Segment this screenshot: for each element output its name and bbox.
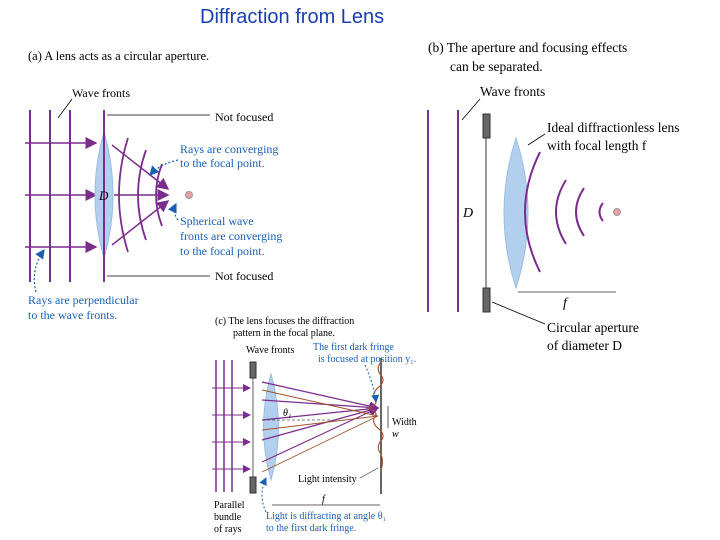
panel-c-parallel-rays <box>212 384 251 473</box>
page-title: Diffraction from Lens <box>200 6 385 28</box>
panel-b-diameter-label: D <box>462 206 473 221</box>
panel-a-converging-label-1: Rays are converging <box>180 142 278 156</box>
panel-b-wave-fronts-pointer <box>461 98 481 121</box>
panel-c-width-label-2: w <box>392 429 399 440</box>
panel-c-aperture-top <box>249 361 257 379</box>
panel-a-wave-fronts <box>29 110 71 282</box>
panel-b-aperture-label-1: Circular aperture <box>547 320 639 335</box>
panel-b-converging-fronts <box>524 151 604 273</box>
panel-a: (a) A lens acts as a circular aperture. … <box>25 49 282 322</box>
panel-c-diffracted-rays <box>261 389 379 473</box>
panel-c-lens <box>263 372 279 482</box>
panel-b-caption-2: can be separated. <box>450 59 543 74</box>
panel-c-intensity-pointer <box>359 467 379 479</box>
panel-a-diameter-label: D <box>98 188 109 203</box>
panel-b-aperture-pointer <box>491 301 546 325</box>
panel-a-not-focused-bottom: Not focused <box>215 269 273 283</box>
panel-a-spherical-fronts <box>118 137 163 253</box>
panel-b: (b) The aperture and focusing effects ca… <box>427 40 679 353</box>
panel-b-aperture-top <box>482 113 491 139</box>
panel-c-intensity-curve <box>366 361 384 471</box>
panel-c-width-label-1: Width <box>392 417 417 428</box>
panel-a-not-focused-top: Not focused <box>215 110 273 124</box>
panel-a-caption: (a) A lens acts as a circular aperture. <box>28 49 209 63</box>
panel-c: (c) The lens focuses the diffraction pat… <box>212 316 417 535</box>
panel-c-diffract-label-2: to the first dark fringe. <box>266 523 356 534</box>
panel-a-focal-point <box>185 191 193 199</box>
panel-a-wave-fronts-label: Wave fronts <box>72 86 130 100</box>
panel-a-spherical-label-3: to the focal point. <box>180 244 265 258</box>
panel-b-wave-fronts-label: Wave fronts <box>480 84 545 99</box>
panel-b-focal-point <box>613 208 621 216</box>
panel-b-focal-label: f <box>563 296 569 311</box>
panel-c-diffract-pointer <box>259 477 267 513</box>
panel-c-focused-rays <box>261 381 380 463</box>
panel-b-lens-pointer <box>527 133 546 146</box>
panel-a-converging-label-2: to the focal point. <box>180 156 265 170</box>
panel-a-spherical-pointer <box>167 202 179 221</box>
panel-c-caption-2: pattern in the focal plane. <box>233 328 335 339</box>
panel-c-parallel-label-1: Parallel <box>214 500 245 511</box>
panel-a-incoming-rays <box>25 137 98 253</box>
panel-a-perp-label-2: to the wave fronts. <box>28 308 117 322</box>
panel-c-fringe-pointer <box>364 364 380 403</box>
panel-c-wave-fronts <box>215 360 233 492</box>
panel-c-caption-1: (c) The lens focuses the diffraction <box>215 316 354 327</box>
panel-c-parallel-label-3: of rays <box>214 524 242 535</box>
panel-a-spherical-label-1: Spherical wave <box>180 214 254 228</box>
panel-b-lens-label-1: Ideal diffractionless lens <box>547 120 679 135</box>
panel-b-wave-fronts <box>427 110 459 312</box>
panel-c-aperture-bottom <box>249 476 257 494</box>
panel-a-perp-label-1: Rays are perpendicular <box>28 293 139 307</box>
panel-a-converging-pointer <box>149 159 179 176</box>
panel-b-aperture-bottom <box>482 287 491 313</box>
panel-c-wave-fronts-label: Wave fronts <box>246 345 294 356</box>
panel-b-caption-1: (b) The aperture and focusing effects <box>428 40 627 55</box>
panel-c-intensity-label: Light intensity <box>298 474 357 485</box>
panel-c-fringe-label-2: is focused at position y₁. <box>318 354 416 365</box>
panel-c-focal-label: f <box>322 494 326 505</box>
panel-c-fringe-label-1: The first dark fringe <box>313 342 394 353</box>
panel-b-lens-label-2: with focal length f <box>547 138 647 153</box>
panel-c-parallel-label-2: bundle <box>214 512 242 523</box>
panel-a-wave-fronts-pointer <box>57 98 73 119</box>
panel-a-spherical-label-2: fronts are converging <box>180 229 282 243</box>
panel-c-theta-label: θ₁ <box>283 408 291 419</box>
panel-a-converging-rays <box>111 144 170 246</box>
panel-c-diffract-label-1: Light is diffracting at angle θ₁ <box>266 511 386 522</box>
panel-a-perp-pointer <box>33 249 45 293</box>
panel-b-lens <box>503 136 529 290</box>
panel-b-aperture-label-2: of diameter D <box>547 338 622 353</box>
